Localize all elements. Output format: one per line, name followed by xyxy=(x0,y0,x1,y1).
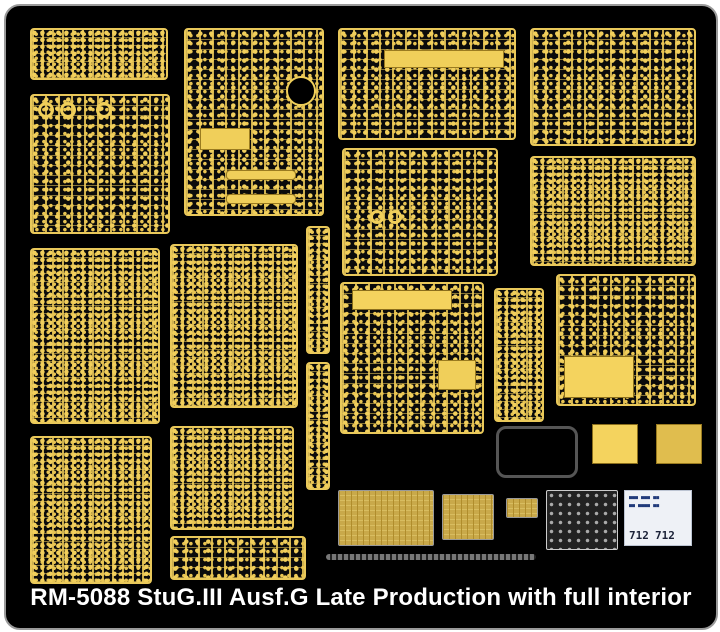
sprue-f xyxy=(170,244,298,408)
fender-part xyxy=(226,194,296,204)
sprue-o xyxy=(530,28,696,146)
product-image-frame: ■■■ ■■■ ■■ ■■ ■■■■ ■■ 712 712 RM-5088 St… xyxy=(4,4,718,630)
sprue-p xyxy=(530,156,696,266)
sprue-g xyxy=(170,426,294,530)
photo-etch-tiny xyxy=(506,498,538,518)
lower-hull xyxy=(352,290,452,310)
hatch-part xyxy=(286,76,316,106)
product-caption: RM-5088 StuG.III Ausf.G Late Production … xyxy=(30,584,692,611)
road-wheel xyxy=(96,102,112,118)
idler-wheel xyxy=(388,210,402,224)
photo-etch-small xyxy=(442,494,494,540)
photo-etch-sheet xyxy=(338,490,434,546)
clear-parts-sprue xyxy=(546,490,618,550)
road-wheel xyxy=(38,102,54,118)
sprue-j xyxy=(306,362,330,490)
tow-cable xyxy=(496,426,578,478)
sprue-l xyxy=(342,148,498,276)
sprue-m xyxy=(340,282,484,434)
road-wheel xyxy=(60,102,76,118)
decal-sheet: ■■■ ■■■ ■■ ■■ ■■■■ ■■ 712 712 xyxy=(624,490,692,546)
sprue-d xyxy=(30,436,152,584)
sprue-i xyxy=(306,226,330,354)
hull-plate xyxy=(200,128,250,150)
sprue-e xyxy=(184,28,324,216)
sprue-q xyxy=(556,274,696,406)
superstructure xyxy=(564,356,634,398)
sprue-c xyxy=(30,248,160,424)
sprue-k xyxy=(338,28,516,140)
sprue-b xyxy=(30,94,170,234)
glacis-plate xyxy=(438,360,476,390)
hatch-frame xyxy=(656,424,702,464)
fender-part xyxy=(226,170,296,180)
decal-number: 712 xyxy=(655,529,675,542)
decal-number: 712 xyxy=(629,529,649,542)
idler-wheel xyxy=(370,210,384,224)
hull-top xyxy=(384,50,504,68)
sprue-a xyxy=(30,28,168,80)
track-links xyxy=(326,554,536,560)
gun-mantlet xyxy=(592,424,638,464)
sprue-h xyxy=(170,536,306,580)
sprue-n xyxy=(494,288,544,422)
